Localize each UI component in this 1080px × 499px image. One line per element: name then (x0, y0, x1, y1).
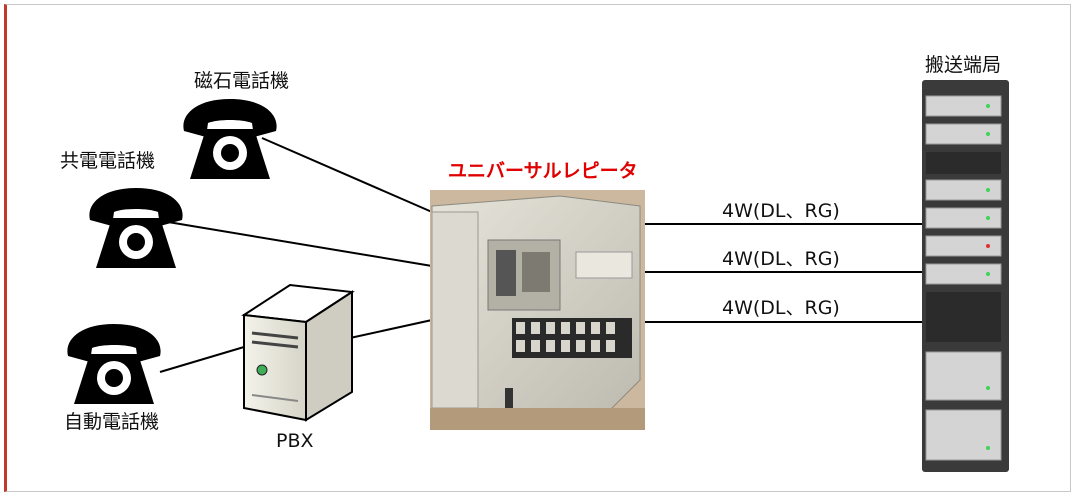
equipment-rack-icon (922, 80, 1009, 472)
diagram-frame (4, 4, 1071, 492)
pbx-label: PBX (276, 430, 314, 452)
universal-repeater-label: ユニバーサルレピータ (448, 160, 638, 182)
line-common-to-repeater (167, 221, 433, 267)
universal-repeater-device (430, 190, 645, 430)
auto-phone-label: 自動電話機 (64, 411, 160, 433)
line-label-1: 4W(DL、RG) (722, 200, 840, 222)
line-label-3: 4W(DL、RG) (722, 297, 840, 319)
line-label-2: 4W(DL、RG) (722, 248, 840, 270)
line-auto-to-pbx (159, 346, 245, 373)
carrier-terminal-label: 搬送端局 (925, 54, 1002, 76)
magneto-phone-label: 磁石電話機 (194, 70, 290, 92)
server-tower-icon (241, 283, 355, 422)
telephone-icon (67, 324, 161, 404)
line-magneto-to-repeater (261, 137, 433, 213)
common-battery-phone-label: 共電電話機 (60, 150, 156, 172)
telephone-icon (89, 188, 183, 268)
line-pbx-to-repeater (349, 319, 433, 339)
connection-lines (159, 137, 922, 373)
